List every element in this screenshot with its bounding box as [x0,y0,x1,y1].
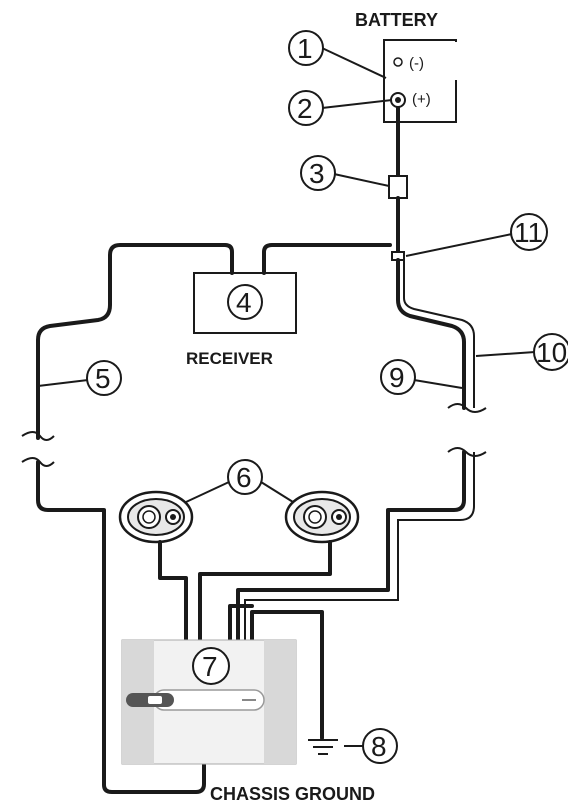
svg-text:3: 3 [309,158,325,189]
svg-text:4: 4 [236,287,252,318]
rca-cable-left [21,243,234,794]
callout-6: 6 [185,459,294,503]
svg-text:7: 7 [202,651,218,682]
callout-1: 1 [288,30,387,79]
battery-positive-label: (+) [412,91,431,108]
svg-text:1: 1 [297,33,313,64]
fuse [388,175,408,199]
speaker-left [118,490,194,544]
battery-negative-label: (-) [409,55,424,72]
svg-text:11: 11 [514,217,543,248]
svg-text:2: 2 [297,93,313,124]
callout-5: 5 [37,360,122,396]
rca-cable-right [262,243,487,457]
battery-negative-terminal [393,57,403,67]
receiver-label: RECEIVER [186,349,273,368]
callout-8: 8 [344,728,398,764]
callout-9: 9 [380,359,463,395]
svg-text:10: 10 [536,337,567,368]
speaker-wires [158,540,332,642]
receiver: RECEIVER [186,272,297,368]
svg-text:9: 9 [389,362,405,393]
battery-title: BATTERY [355,10,438,30]
ground-symbol [308,739,338,755]
power-wire [236,106,466,642]
callout-7: 7 [192,647,230,685]
ground-wire [228,604,324,740]
chassis-ground-label: CHASSIS GROUND [210,784,375,804]
callout-3: 3 [300,155,390,191]
svg-text:5: 5 [95,363,111,394]
callout-2: 2 [288,90,393,126]
battery: (-) (+) [383,39,458,123]
amplifier [121,639,297,765]
svg-text:8: 8 [371,731,387,762]
speaker-right [284,490,360,544]
callout-10: 10 [475,333,568,371]
remote-wire [244,258,475,640]
callout-11: 11 [405,213,548,257]
svg-text:6: 6 [236,462,252,493]
callout-4: 4 [227,284,263,320]
